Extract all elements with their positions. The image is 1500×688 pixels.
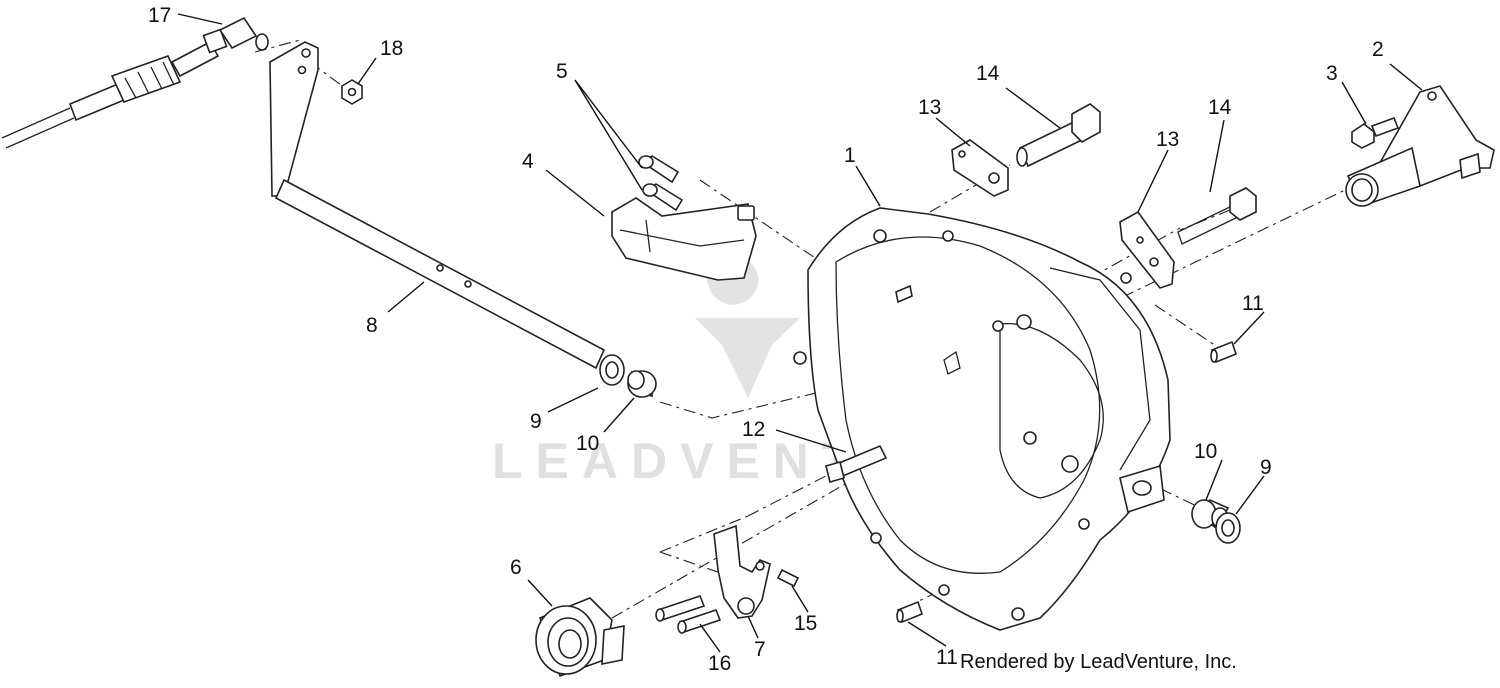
part-1-housing [793, 207, 1171, 631]
callout-labels: 17 18 5 4 1 14 13 14 13 3 2 8 9 10 12 11… [148, 4, 1384, 675]
part-18-nut [341, 79, 363, 105]
callout-17: 17 [148, 4, 171, 27]
callout-10-left: 10 [576, 432, 599, 455]
callout-13-right: 13 [1156, 128, 1179, 151]
callout-14-right: 14 [1208, 96, 1232, 119]
render-credit: Rendered by LeadVenture, Inc. [960, 651, 1237, 673]
leader-lines [177, 13, 1423, 653]
part-14-bolt-left [1016, 103, 1101, 168]
part-16-pins [655, 595, 722, 634]
part-9-bearing-right [1215, 512, 1241, 544]
callout-2: 2 [1372, 38, 1384, 61]
part-2-housing [1345, 85, 1495, 207]
part-5-bolts [638, 155, 684, 212]
callout-11-bottom: 11 [936, 646, 958, 669]
callout-15: 15 [794, 612, 817, 635]
part-17-cable [1, 16, 269, 149]
callout-10-right: 10 [1194, 440, 1217, 463]
part-8-shaft [269, 41, 606, 370]
part-4-bracket [611, 197, 757, 281]
callout-12: 12 [742, 418, 765, 441]
callout-5: 5 [556, 60, 568, 83]
callout-1: 1 [844, 144, 856, 167]
part-11-pin-right [1210, 340, 1237, 364]
part-6-bearing [535, 597, 625, 678]
callout-18: 18 [380, 37, 403, 60]
callout-9-left: 9 [530, 410, 542, 433]
part-11-pin-bottom [896, 600, 923, 624]
part-3-bolt [1351, 116, 1400, 149]
part-7-fork [713, 524, 771, 619]
part-13-plate-left [951, 139, 1009, 197]
part-9-bearing-left [599, 354, 625, 386]
callout-13-left: 13 [918, 96, 941, 119]
callout-14-left: 14 [976, 62, 1000, 85]
part-10-bushing-left [627, 370, 657, 398]
callout-8: 8 [366, 314, 378, 337]
part-15-pin [776, 568, 800, 588]
callout-6: 6 [510, 556, 522, 579]
callout-16: 16 [708, 652, 731, 675]
callout-11-right: 11 [1242, 292, 1264, 315]
part-12-pin [825, 444, 888, 483]
callout-7: 7 [754, 638, 766, 661]
callout-3: 3 [1326, 62, 1338, 85]
callout-9-right: 9 [1260, 456, 1272, 479]
part-14-bolt-right [1177, 187, 1257, 245]
callout-4: 4 [522, 150, 534, 173]
